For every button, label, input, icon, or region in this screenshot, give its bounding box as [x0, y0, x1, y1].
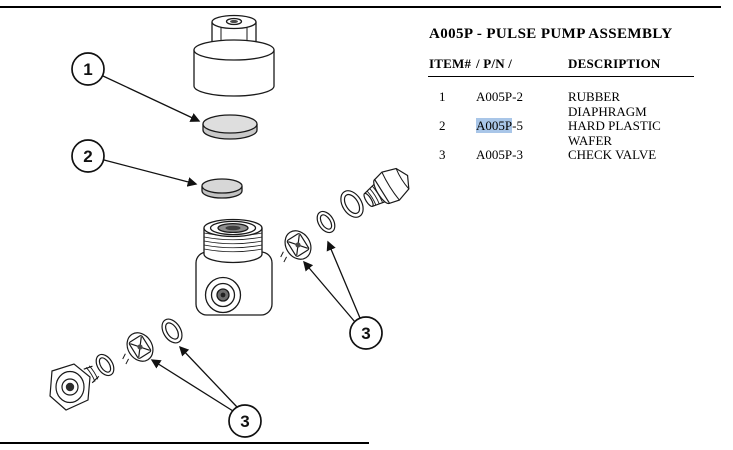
parts-list-panel: A005P - PULSE PUMP ASSEMBLY ITEM# / P/N …	[428, 26, 694, 163]
part-top-cap	[193, 14, 275, 97]
item-number: 2	[439, 118, 446, 133]
col-header-pn: / P/N /	[476, 56, 513, 71]
part-number: A005P-5	[476, 118, 568, 148]
balloon-3-bottom-number: 3	[240, 412, 249, 431]
part-hex-plug-right	[363, 167, 410, 208]
balloon-3-right-number: 3	[361, 324, 370, 343]
part-description: HARD PLASTIC WAFER	[568, 118, 661, 148]
part-description: CHECK VALVE	[568, 147, 657, 162]
part-check-valve-right	[280, 230, 312, 263]
leader-line-3d	[178, 345, 238, 408]
parts-table-rows: 1 A005P-2 RUBBER DIAPHRAGM 2 A005P-5 HAR…	[428, 89, 694, 163]
part-description: RUBBER DIAPHRAGM	[568, 89, 647, 119]
leader-line-3c	[150, 359, 234, 412]
selected-text-highlight[interactable]: A005P	[476, 118, 513, 133]
leader-line-3a	[326, 240, 361, 319]
part-oring-right-small	[316, 210, 336, 234]
callout-balloon-1: 1	[71, 52, 201, 122]
leader-line-1	[102, 75, 201, 122]
bottom-rule	[0, 442, 369, 444]
table-row: 2 A005P-5 HARD PLASTIC WAFER	[428, 118, 694, 148]
table-row: 1 A005P-2 RUBBER DIAPHRAGM	[428, 89, 694, 119]
callout-balloon-3-right: 3	[303, 240, 383, 350]
balloon-1-number: 1	[83, 60, 92, 79]
exploded-view-diagram: 1 2 3 3	[49, 14, 410, 438]
part-oring-right-large	[340, 190, 364, 218]
item-number: 3	[439, 147, 446, 162]
item-number: 1	[439, 89, 446, 104]
part-number: A005P-3	[476, 147, 523, 162]
callout-balloon-3-bottom: 3	[150, 345, 262, 438]
part-oring-left-outer	[95, 353, 115, 377]
col-header-description: DESCRIPTION	[568, 56, 661, 71]
leader-line-3b	[303, 260, 356, 323]
table-row: 3 A005P-3 CHECK VALVE	[428, 147, 694, 163]
part-hard-plastic-wafer	[201, 178, 243, 199]
part-number: A005P-2	[476, 89, 523, 104]
part-hex-plug-left	[49, 363, 100, 411]
top-rule	[0, 6, 721, 8]
leader-line-2	[103, 159, 198, 187]
balloon-2-number: 2	[83, 147, 92, 166]
part-oring-left-inner	[161, 318, 183, 344]
assembly-title: A005P - PULSE PUMP ASSEMBLY	[429, 26, 673, 42]
part-check-valve-left	[122, 332, 154, 365]
callout-balloon-2: 2	[71, 139, 198, 187]
part-number-suffix: -5	[512, 118, 523, 133]
parts-table-header: ITEM# / P/N / DESCRIPTION	[428, 56, 694, 77]
col-header-item: ITEM#	[429, 56, 472, 71]
part-rubber-diaphragm	[202, 114, 258, 140]
part-valve-body	[195, 218, 273, 316]
